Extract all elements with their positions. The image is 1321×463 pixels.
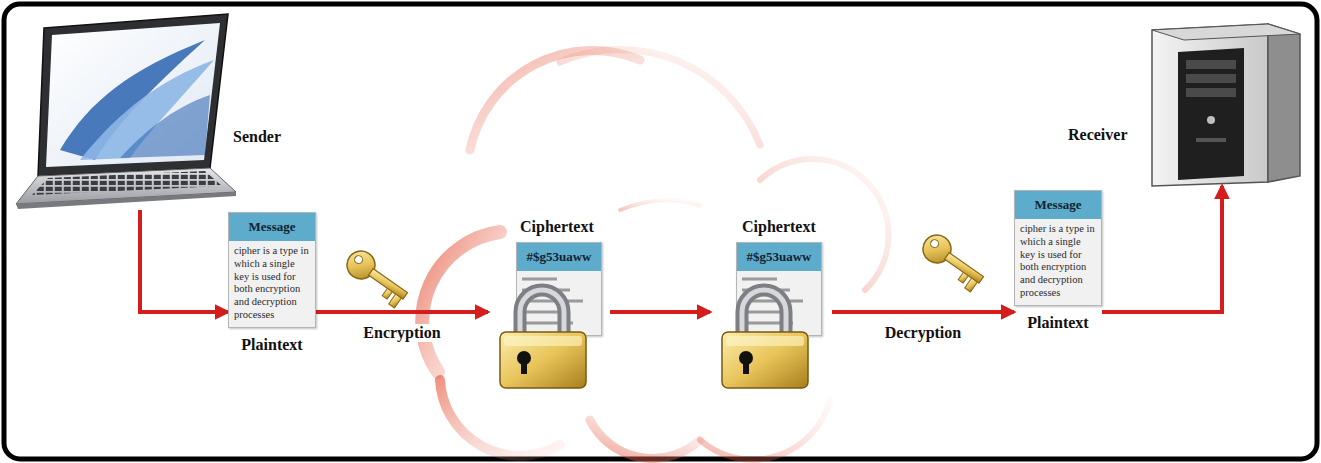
scribble-line xyxy=(742,289,790,292)
key-icon xyxy=(340,246,413,310)
scribble-line xyxy=(522,300,583,303)
frame xyxy=(4,4,1317,459)
ciphertext-caption: Ciphertext xyxy=(520,218,594,236)
ciphertext-box: Ciphertext #$g53uaww xyxy=(710,218,832,390)
scribble-line xyxy=(522,278,557,281)
message-box: Messagecipher is a type in which a singl… xyxy=(228,212,316,354)
message-header: Message xyxy=(1015,191,1101,219)
server-icon xyxy=(1152,24,1300,186)
flow-arrow xyxy=(1102,186,1222,312)
cipher-scribble xyxy=(517,271,601,335)
padlock-icon xyxy=(500,290,586,388)
edge-label: Decryption xyxy=(883,324,963,342)
laptop-icon xyxy=(16,14,236,209)
message-body: cipher is a type in which a single key i… xyxy=(1015,219,1101,305)
scribble-line xyxy=(742,278,777,281)
flow-arrow xyxy=(832,310,1014,314)
device-label: Sender xyxy=(233,128,281,146)
message-card: Messagecipher is a type in which a singl… xyxy=(228,212,316,328)
cipher-body xyxy=(517,271,601,335)
edge-label: Encryption xyxy=(361,324,442,342)
ciphertext-box: Ciphertext #$g53uaww xyxy=(488,218,610,390)
scribble-line xyxy=(522,322,573,325)
plaintext-caption: Plaintext xyxy=(228,336,316,354)
key-icon xyxy=(916,230,989,294)
scribble-line xyxy=(742,322,793,325)
ciphertext-caption: Ciphertext xyxy=(742,218,816,236)
cipher-header: #$g53uaww xyxy=(517,243,601,271)
message-card: Messagecipher is a type in which a singl… xyxy=(1014,190,1102,306)
scribble-line xyxy=(522,311,560,314)
message-header: Message xyxy=(229,213,315,241)
device-node: Receiver xyxy=(1062,16,1312,186)
scribble-line xyxy=(522,289,570,292)
flow-arrow xyxy=(316,310,488,314)
cipher-body xyxy=(737,271,821,335)
cipher-header: #$g53uaww xyxy=(737,243,821,271)
message-body: cipher is a type in which a single key i… xyxy=(229,241,315,327)
scribble-line xyxy=(742,311,780,314)
device-node: Sender xyxy=(12,16,312,210)
flow-arrow xyxy=(140,210,228,312)
padlock-icon xyxy=(722,290,808,388)
plaintext-caption: Plaintext xyxy=(1014,314,1102,332)
cipher-card: #$g53uaww xyxy=(736,242,822,336)
scribble-line xyxy=(742,300,803,303)
device-label: Receiver xyxy=(1068,126,1128,144)
cloud xyxy=(422,49,888,459)
message-box: Messagecipher is a type in which a singl… xyxy=(1014,190,1102,332)
cipher-card: #$g53uaww xyxy=(516,242,602,336)
cipher-scribble xyxy=(737,271,821,335)
flow-arrow xyxy=(610,310,710,314)
